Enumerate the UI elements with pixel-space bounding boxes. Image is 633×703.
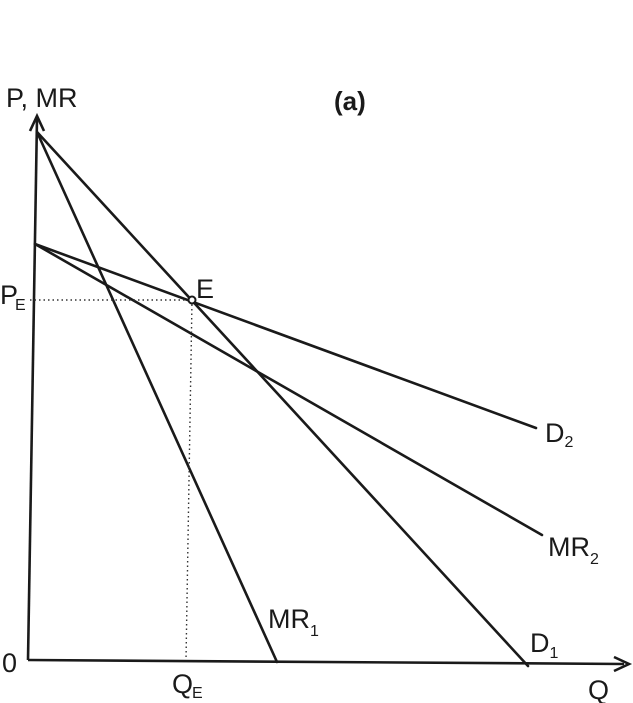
equilibrium-guides [30, 295, 197, 661]
equilibrium-label: E [196, 274, 214, 304]
curves [33, 130, 544, 668]
x-axis-arrow [613, 655, 633, 673]
d1-label: D1 [530, 628, 559, 662]
quantity-label: QE [172, 669, 203, 702]
axes [26, 112, 633, 673]
origin-label: 0 [2, 648, 17, 678]
d2-curve [33, 242, 538, 430]
equilibrium-point [187, 295, 197, 305]
x-axis-label: Q [588, 675, 609, 703]
x-axis [27, 658, 625, 666]
mr1-curve [35, 130, 279, 664]
mr2-label: MR2 [548, 532, 599, 568]
price-label: PE [0, 280, 26, 314]
y-axis-label: P, MR [6, 83, 78, 113]
mr1-label: MR1 [268, 604, 319, 640]
mr2-curve [33, 242, 544, 537]
y-axis [26, 117, 39, 661]
y-axis-arrow [28, 112, 46, 132]
quantity-guide [185, 299, 193, 661]
d1-curve [35, 130, 530, 668]
diagram-title: (a) [334, 86, 366, 116]
d2-label: D2 [545, 418, 574, 451]
